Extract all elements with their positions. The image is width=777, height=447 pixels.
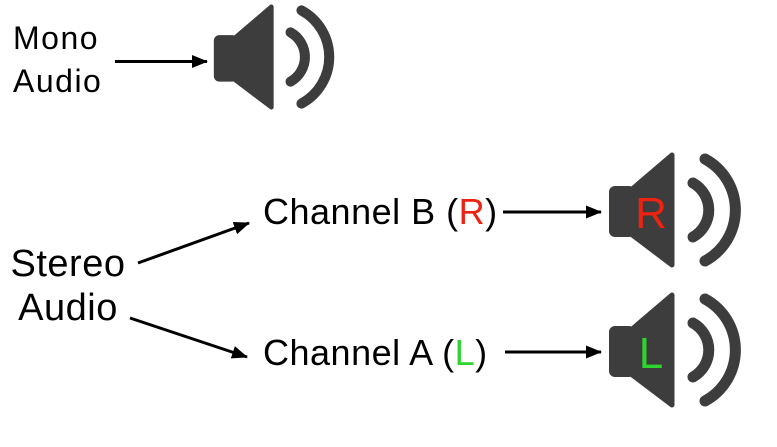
stereo-to-channel-b-arrow (137, 221, 250, 265)
right-speaker-icon: R (607, 152, 745, 268)
channel-a-letter: L (454, 332, 476, 373)
mono-label-line1: Mono (13, 20, 100, 56)
stereo-label-line2: Audio (18, 287, 118, 329)
left-speaker-icon: L (607, 292, 745, 408)
stereo-label-line1: Stereo (10, 243, 126, 285)
channel-a-text: Channel A ( (263, 332, 455, 373)
stereo-to-channel-a-arrow (129, 316, 248, 359)
right-speaker-letter: R (635, 189, 667, 238)
channel-a-label: Channel A (L) (263, 333, 488, 373)
mono-audio-label: Mono Audio (13, 17, 102, 103)
left-speaker-letter: L (639, 329, 663, 378)
channel-b-text-close: ) (485, 191, 498, 232)
stereo-audio-label: Stereo Audio (6, 242, 130, 330)
channel-b-letter: R (458, 191, 486, 232)
channel-a-text-close: ) (475, 332, 488, 373)
channel-b-text: Channel B ( (263, 191, 459, 232)
mono-speaker-icon (212, 4, 338, 110)
channel-b-label: Channel B (R) (263, 192, 498, 232)
mono-label-line2: Audio (13, 63, 103, 99)
